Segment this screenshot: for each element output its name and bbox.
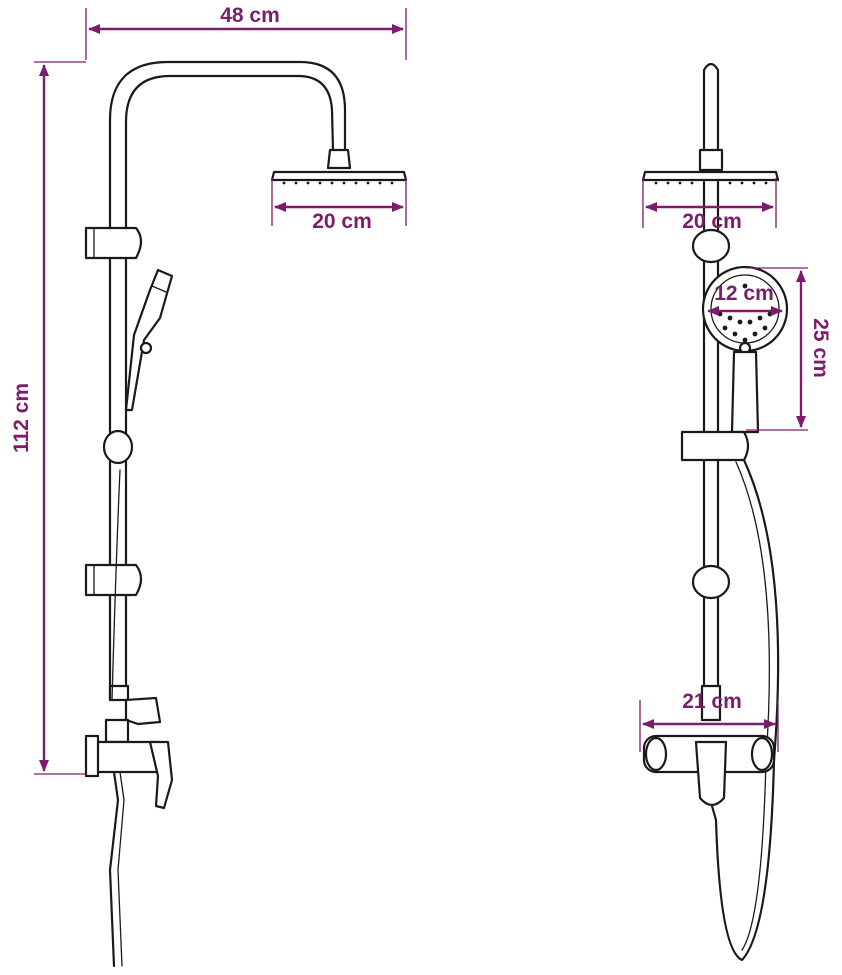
front-rain-head: [641, 170, 780, 182]
front-hose: [710, 458, 780, 962]
width-total-label: 48 cm: [220, 4, 280, 27]
side-hose: [108, 770, 120, 968]
head-side-label: 20 cm: [312, 210, 372, 233]
side-head-connector: [326, 148, 352, 170]
side-view: [84, 60, 408, 968]
dimension-height-total: 112 cm: [10, 61, 86, 775]
head-front-label: 20 cm: [682, 210, 742, 233]
front-head-connector: [698, 148, 724, 172]
dimension-hand-head: 12 cm: [707, 282, 783, 316]
dimension-head-side: 20 cm: [271, 178, 407, 233]
front-lower-bracket: [691, 564, 731, 600]
side-rain-head: [270, 170, 408, 182]
dimension-width-total: 48 cm: [85, 4, 407, 60]
side-riser-pipe-inner: [124, 74, 335, 702]
front-riser-top: [702, 62, 720, 152]
dimension-head-front: 20 cm: [642, 178, 777, 233]
front-hand-shower-handle: [730, 350, 760, 434]
side-riser-pipe: [108, 60, 347, 702]
side-slider: [102, 429, 134, 465]
hand-head-label: 12 cm: [714, 282, 774, 305]
side-mixer-lever: [148, 740, 174, 810]
side-rain-head-nozzles: [282, 181, 394, 185]
side-lower-bracket: [84, 563, 143, 597]
side-diverter: [124, 696, 162, 726]
height-total-label: 112 cm: [10, 383, 33, 453]
hand-length-label: 25 cm: [809, 318, 832, 378]
mixer-spacing-label: 21 cm: [682, 690, 742, 713]
dimension-mixer-spacing: 21 cm: [639, 690, 779, 752]
dimension-hand-length: 25 cm: [746, 267, 832, 431]
side-hand-shower: [124, 268, 174, 412]
front-view: [641, 62, 789, 962]
side-upper-bracket: [84, 226, 143, 260]
front-mixer-lever: [694, 740, 728, 807]
front-upper-bracket: [691, 228, 731, 264]
front-slider: [680, 430, 750, 462]
front-rain-head-nozzles: [654, 181, 768, 185]
